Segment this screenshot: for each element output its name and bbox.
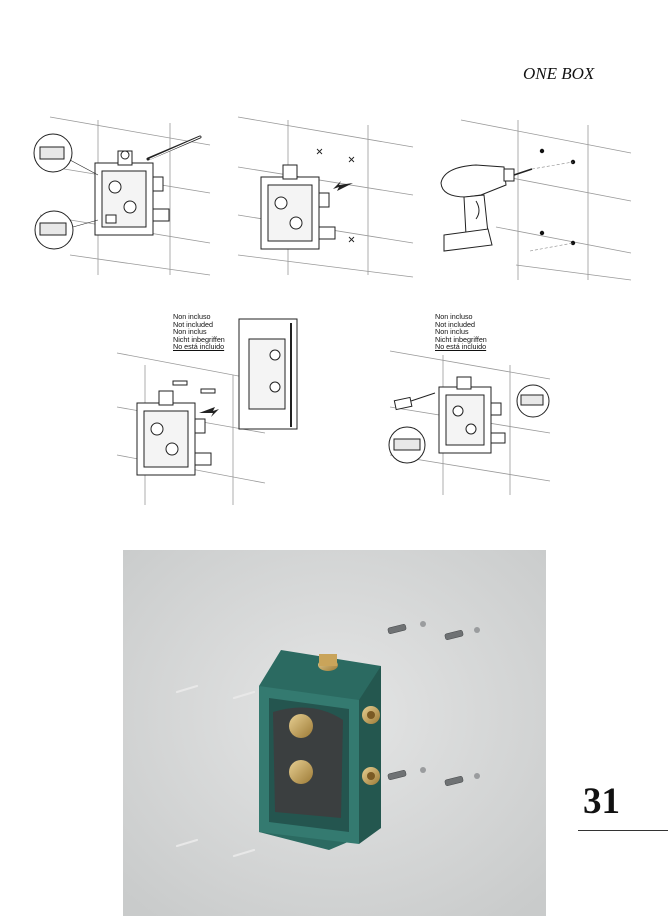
screw-icon [175, 684, 256, 858]
wall-section-detail [238, 318, 298, 430]
detail-circle-icon [33, 133, 99, 250]
valve-box-render [259, 650, 381, 850]
cross-mark-icon [316, 148, 355, 243]
step-5-illustration [388, 350, 551, 495]
arrow-icon [333, 181, 353, 191]
drill-icon [440, 164, 533, 252]
wall-plug-icon [387, 624, 464, 786]
step-3-illustration [440, 119, 632, 281]
step-1-illustration [33, 116, 211, 276]
arrow-icon [199, 407, 219, 417]
page-title: ONE BOX [523, 64, 595, 83]
page-number: 31 [583, 781, 620, 822]
screwdriver-icon [393, 392, 436, 411]
product-render-image [123, 550, 546, 916]
detail-circle-icon [388, 384, 550, 464]
screw-anchor-icon [172, 380, 216, 394]
page-number-rule [578, 830, 668, 831]
step-4-illustration [116, 318, 298, 505]
step-2-illustration [237, 116, 414, 278]
valve-box-icon [94, 150, 170, 236]
